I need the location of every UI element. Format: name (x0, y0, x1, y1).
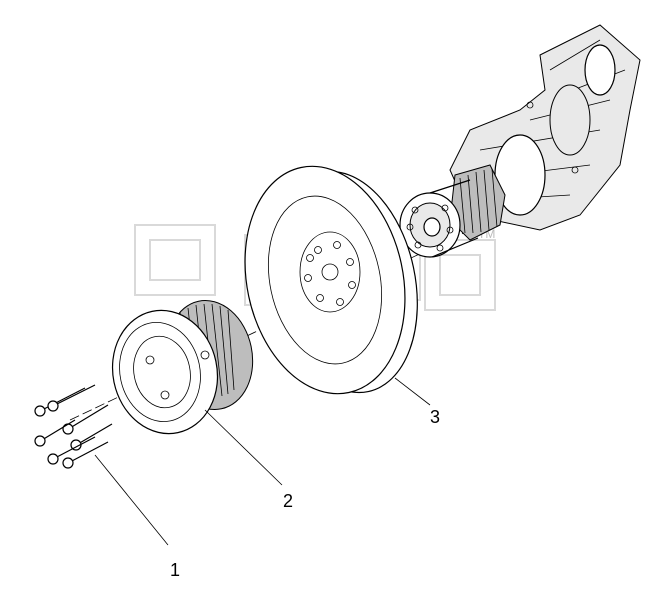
callout-1: 1 (170, 560, 181, 580)
leader-line-1 (94, 454, 169, 546)
bolt (62, 441, 109, 469)
bolts (34, 384, 113, 469)
bolt (70, 423, 113, 451)
pulley (111, 299, 254, 435)
leader-line-3 (394, 377, 431, 406)
callout-3: 3 (430, 407, 441, 427)
bolt (47, 384, 96, 412)
callout-2: 2 (283, 491, 294, 511)
crankshaft (399, 24, 641, 258)
bolt (47, 436, 96, 465)
bolt (34, 387, 86, 417)
bolt (34, 419, 76, 447)
vibration-damper (244, 165, 418, 395)
leader-line-2 (204, 409, 283, 486)
